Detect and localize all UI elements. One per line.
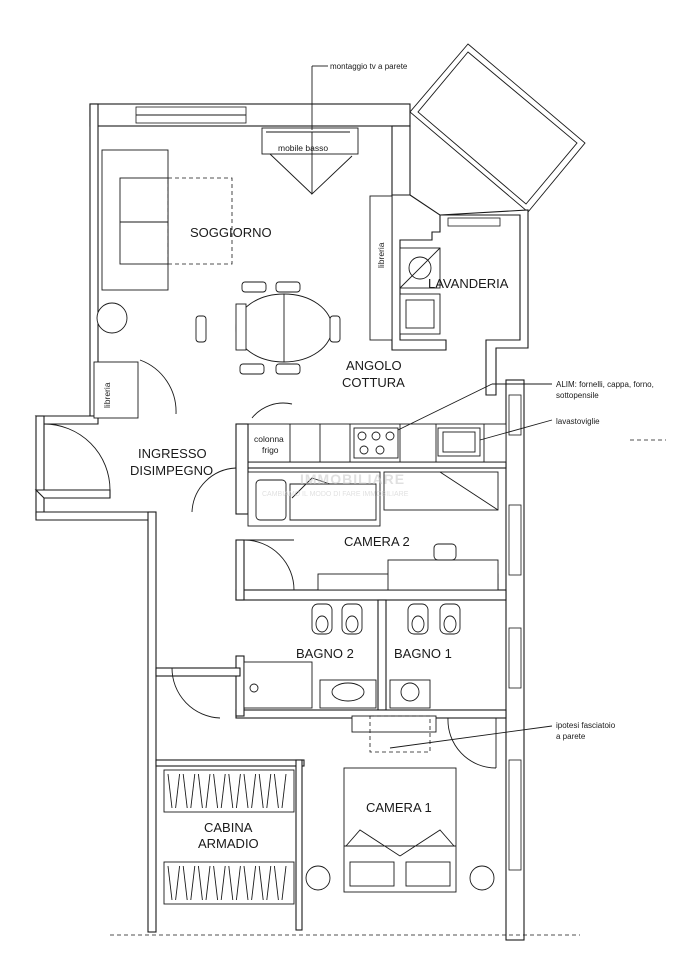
bedroom1-fixtures [305, 715, 495, 893]
hanger [167, 865, 173, 901]
hanger [251, 865, 257, 901]
annotation-fasciatoio-2: a parete [556, 732, 586, 741]
hanger [220, 773, 226, 809]
bathroom1-fixtures [389, 603, 461, 709]
room-label-bagno2: BAGNO 2 [296, 646, 354, 661]
watermark-tagline: CAMBIAMO IL MODO DI FARE IMMOBILIARE [262, 491, 409, 498]
hanger [235, 865, 241, 901]
label-colonna: colonna [254, 434, 284, 444]
kitchen-fixtures [353, 427, 481, 459]
label-frigo: frigo [262, 445, 279, 455]
hanger [190, 773, 196, 809]
annotation-fasciatoio-1: ipotesi fasciatoio [556, 721, 616, 730]
room-label-ingresso: INGRESSO [138, 446, 207, 461]
balcony [409, 43, 586, 213]
hanger [182, 773, 188, 809]
annotation-lavastoviglie: lavastoviglie [556, 417, 600, 426]
hanger [228, 865, 234, 901]
annotation-tv: montaggio tv a parete [330, 62, 408, 71]
room-labels: SOGGIORNO ANGOLO COTTURA INGRESSO DISIMP… [130, 225, 509, 851]
hanger [281, 773, 287, 809]
bedroom2-fixtures [247, 471, 499, 591]
label-mobile-basso: mobile basso [278, 143, 328, 153]
label-libreria-top: libreria [376, 242, 386, 268]
hanger [258, 773, 264, 809]
hanger [197, 865, 203, 901]
room-label-camera2: CAMERA 2 [344, 534, 410, 549]
furniture-labels: mobile basso libreria libreria colonna f… [102, 143, 386, 455]
hanger [205, 773, 211, 809]
outer-walls [34, 103, 666, 941]
room-label-lavanderia: LAVANDERIA [428, 276, 509, 291]
doors [43, 359, 497, 769]
hanger [205, 865, 211, 901]
living-furniture [93, 127, 393, 419]
hanger [175, 773, 181, 809]
hanger [243, 865, 249, 901]
hanger [266, 773, 272, 809]
hanger [251, 773, 257, 809]
room-label-disimpegno: DISIMPEGNO [130, 463, 213, 478]
watermark-text: IMMOBILIARE [300, 471, 405, 487]
room-label-angolo: ANGOLO [346, 358, 402, 373]
room-label-cottura: COTTURA [342, 375, 405, 390]
room-label-bagno1: BAGNO 1 [394, 646, 452, 661]
hanger [243, 773, 249, 809]
annotation-alim-1: ALIM: fornelli, cappa, forno, [556, 380, 654, 389]
room-label-cabina: CABINA [204, 820, 253, 835]
hanger [228, 773, 234, 809]
hanger [266, 865, 272, 901]
annotations: montaggio tv a parete ALIM: fornelli, ca… [330, 62, 654, 741]
hanger [258, 865, 264, 901]
laundry-fixtures [399, 217, 501, 335]
hanger [175, 865, 181, 901]
bathroom2-fixtures [243, 603, 377, 709]
hanger [190, 865, 196, 901]
hanger [167, 773, 173, 809]
label-libreria-left: libreria [102, 382, 112, 408]
watermark: IMMOBILIARE CAMBIAMO IL MODO DI FARE IMM… [262, 471, 409, 498]
hanger [182, 865, 188, 901]
hanger [281, 865, 287, 901]
hanger [273, 865, 279, 901]
hanger [220, 865, 226, 901]
hanger [213, 773, 219, 809]
hanger [235, 773, 241, 809]
room-label-soggiorno: SOGGIORNO [190, 225, 272, 240]
hanger [213, 865, 219, 901]
room-label-armadio: ARMADIO [198, 836, 259, 851]
annotation-alim-2: sottopensile [556, 391, 599, 400]
room-label-camera1: CAMERA 1 [366, 800, 432, 815]
hanger [273, 773, 279, 809]
leader-lines [311, 65, 553, 749]
wardrobe-fixtures [163, 769, 295, 905]
hanger [197, 773, 203, 809]
